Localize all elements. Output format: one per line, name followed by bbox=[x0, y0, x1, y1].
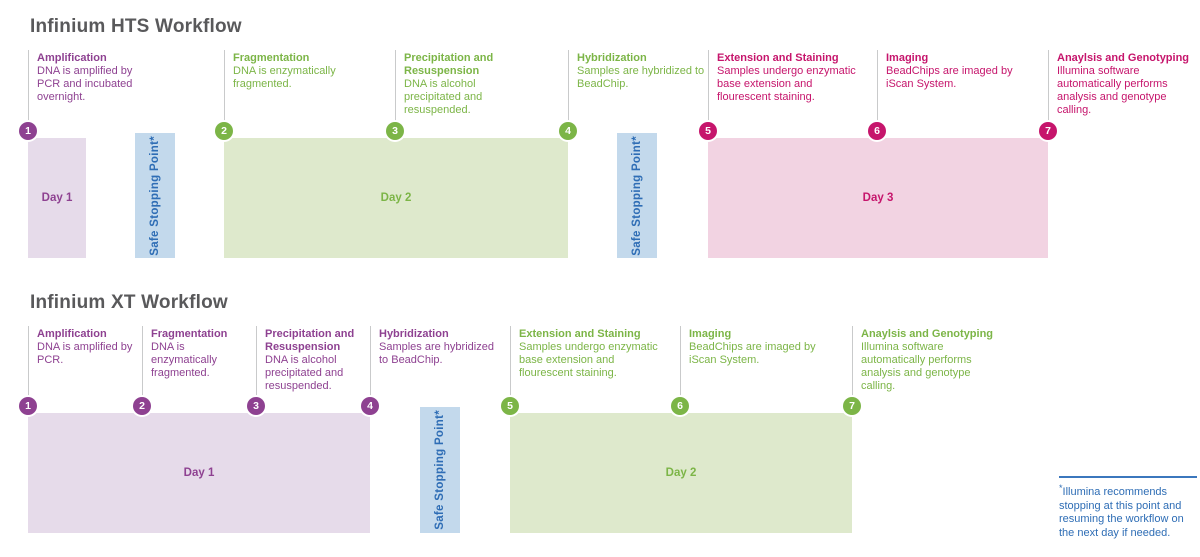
footnote-text: Illumina recommends stopping at this poi… bbox=[1059, 486, 1184, 539]
step-title: Fragmentation bbox=[233, 52, 310, 64]
step-title: Precipitation and Resuspension bbox=[404, 52, 494, 77]
xt-step-badge-5: 5 bbox=[501, 397, 519, 415]
safe-stopping-point-label: Safe Stopping Point* bbox=[434, 410, 446, 530]
workflow-title-hts: Infinium HTS Workflow bbox=[30, 16, 242, 37]
hts-step-4: Hybridization Samples are hybridized to … bbox=[568, 50, 720, 131]
step-title: Precipitation and Resuspension bbox=[265, 328, 355, 353]
day-label: Day 3 bbox=[862, 192, 894, 204]
hts-step-badge-1: 1 bbox=[19, 122, 37, 140]
step-description: BeadChips are imaged by iScan System. bbox=[886, 65, 1013, 90]
step-title: Amplification bbox=[37, 328, 107, 340]
xt-step-badge-4: 4 bbox=[361, 397, 379, 415]
step-title: Anaylsis and Genotyping bbox=[861, 328, 994, 340]
day-label: Day 2 bbox=[380, 192, 412, 204]
hts-step-badge-2: 2 bbox=[215, 122, 233, 140]
day-label: Day 2 bbox=[665, 467, 697, 479]
step-description: Samples are hybridized to BeadChip. bbox=[379, 341, 494, 366]
hts-step-badge-7: 7 bbox=[1039, 122, 1057, 140]
step-title: Extension and Staining bbox=[717, 52, 839, 64]
step-description: DNA is alcohol precipitated and resuspen… bbox=[404, 78, 483, 116]
footnote: *Illumina recommends stopping at this po… bbox=[1059, 476, 1197, 540]
step-description: Illumina software automatically performs… bbox=[861, 341, 972, 392]
footnote-asterisk: * bbox=[1059, 483, 1063, 493]
step-title: Imaging bbox=[886, 52, 929, 64]
safe-stopping-point-3: Safe Stopping Point* bbox=[420, 407, 460, 533]
hts-step-3: Precipitation and Resuspension DNA is al… bbox=[395, 50, 517, 131]
hts-step-badge-5: 5 bbox=[699, 122, 717, 140]
step-description: DNA is amplified by PCR. bbox=[37, 341, 133, 366]
step-description: Samples undergo enzymatic base extension… bbox=[519, 341, 658, 379]
xt-step-badge-2: 2 bbox=[133, 397, 151, 415]
xt-step-4: Hybridization Samples are hybridized to … bbox=[370, 326, 505, 406]
step-title: Anaylsis and Genotyping bbox=[1057, 52, 1190, 64]
step-description: DNA is enzymatically fragmented. bbox=[151, 341, 218, 379]
safe-stopping-point-2: Safe Stopping Point* bbox=[617, 133, 657, 258]
step-title: Amplification bbox=[37, 52, 107, 64]
step-description: BeadChips are imaged by iScan System. bbox=[689, 341, 816, 366]
step-description: Samples undergo enzymatic base extension… bbox=[717, 65, 856, 103]
xt-step-1: Amplification DNA is amplified by PCR. bbox=[28, 326, 138, 406]
hts-step-badge-6: 6 bbox=[868, 122, 886, 140]
xt-step-6: Imaging BeadChips are imaged by iScan Sy… bbox=[680, 326, 830, 406]
hts-day3-block: Day 3 bbox=[708, 138, 1048, 258]
hts-step-badge-3: 3 bbox=[386, 122, 404, 140]
xt-step-badge-1: 1 bbox=[19, 397, 37, 415]
step-title: Fragmentation bbox=[151, 328, 228, 340]
xt-step-3: Precipitation and Resuspension DNA is al… bbox=[256, 326, 366, 406]
hts-step-7: Anaylsis and Genotyping Illumina softwar… bbox=[1048, 50, 1200, 131]
hts-step-1: Amplification DNA is amplified by PCR an… bbox=[28, 50, 140, 131]
hts-day1-block: Day 1 bbox=[28, 138, 86, 258]
xt-day2-block: Day 2 bbox=[510, 413, 852, 533]
step-description: Illumina software automatically performs… bbox=[1057, 65, 1168, 116]
step-description: Samples are hybridized to BeadChip. bbox=[577, 65, 705, 90]
day-label: Day 1 bbox=[41, 192, 73, 204]
safe-stopping-point-1: Safe Stopping Point* bbox=[135, 133, 175, 258]
xt-step-badge-3: 3 bbox=[247, 397, 265, 415]
xt-step-5: Extension and Staining Samples undergo e… bbox=[510, 326, 670, 406]
hts-step-6: Imaging BeadChips are imaged by iScan Sy… bbox=[877, 50, 1027, 131]
step-description: DNA is enzymatically fragmented. bbox=[233, 65, 336, 90]
hts-step-2: Fragmentation DNA is enzymatically fragm… bbox=[224, 50, 374, 131]
xt-day1-block: Day 1 bbox=[28, 413, 370, 533]
hts-step-badge-4: 4 bbox=[559, 122, 577, 140]
day-label: Day 1 bbox=[183, 467, 215, 479]
xt-step-badge-7: 7 bbox=[843, 397, 861, 415]
safe-stopping-point-label: Safe Stopping Point* bbox=[631, 135, 643, 256]
step-title: Imaging bbox=[689, 328, 732, 340]
step-description: DNA is amplified by PCR and incubated ov… bbox=[37, 65, 133, 103]
hts-step-5: Extension and Staining Samples undergo e… bbox=[708, 50, 868, 131]
workflow-title-xt: Infinium XT Workflow bbox=[30, 292, 228, 313]
step-title: Hybridization bbox=[379, 328, 449, 340]
xt-step-7: Anaylsis and Genotyping Illumina softwar… bbox=[852, 326, 1004, 406]
xt-step-2: Fragmentation DNA is enzymatically fragm… bbox=[142, 326, 252, 406]
step-title: Extension and Staining bbox=[519, 328, 641, 340]
step-description: DNA is alcohol precipitated and resuspen… bbox=[265, 354, 344, 392]
xt-step-badge-6: 6 bbox=[671, 397, 689, 415]
safe-stopping-point-label: Safe Stopping Point* bbox=[149, 135, 161, 256]
hts-day2-block: Day 2 bbox=[224, 138, 568, 258]
step-title: Hybridization bbox=[577, 52, 647, 64]
